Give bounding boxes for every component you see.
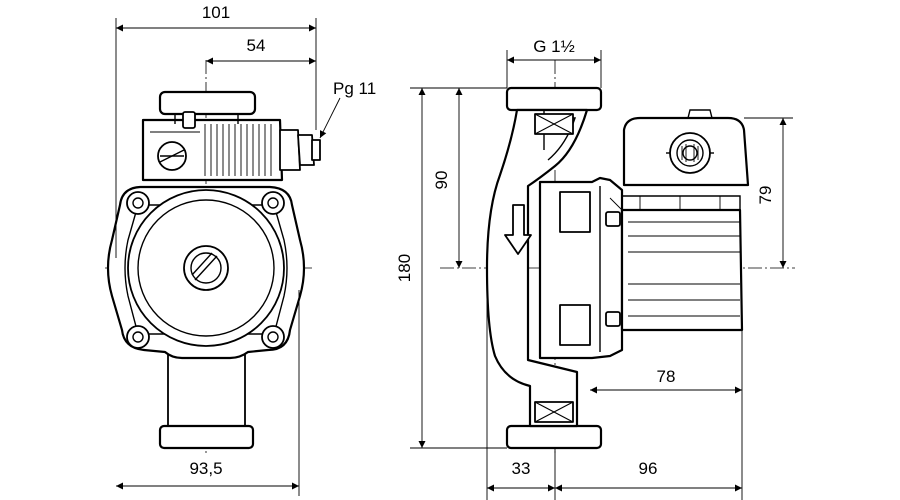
dim-front-offset: 54 xyxy=(247,36,266,55)
dim-port-height: 90 xyxy=(432,171,451,190)
dim-front-width: 101 xyxy=(202,3,230,22)
dim-side-length: 96 xyxy=(639,459,658,478)
dim-overall-height: 180 xyxy=(395,254,414,282)
terminal-box-ribs xyxy=(150,124,272,176)
dim-flange-offset: 33 xyxy=(512,459,531,478)
bolt-bottom-right xyxy=(261,325,285,349)
dim-thread: G 1½ xyxy=(533,37,575,56)
thread-symbol-bottom xyxy=(534,401,574,423)
bolt-top-right xyxy=(261,191,285,215)
dim-base-width: 93,5 xyxy=(189,459,222,478)
dim-motor-length: 78 xyxy=(657,367,676,386)
flow-direction-icon xyxy=(504,204,532,255)
label-cable-gland: Pg 11 xyxy=(333,79,376,98)
side-view: G 1½ 180 90 79 78 33 96 xyxy=(395,37,795,500)
thread-symbol-top xyxy=(534,113,574,135)
dim-motor-height: 79 xyxy=(756,186,775,205)
front-view: 101 54 Pg 11 93,5 xyxy=(105,3,376,496)
bolt-top-left xyxy=(126,191,150,215)
bolt-bottom-left xyxy=(126,325,150,349)
